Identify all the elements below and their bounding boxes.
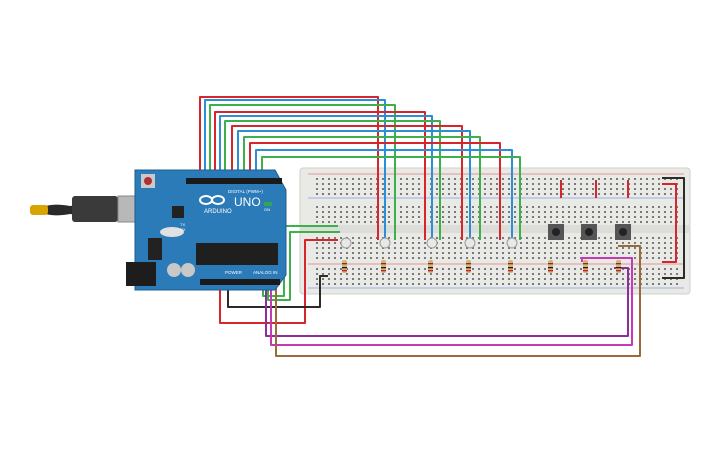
power-label: POWER <box>225 270 243 275</box>
wire-red <box>662 183 677 263</box>
wire-purple <box>265 267 629 337</box>
rgb-led-2 <box>379 237 391 249</box>
digital-header[interactable] <box>186 178 282 184</box>
rgb-led-1 <box>340 237 352 249</box>
wire-green <box>209 104 396 240</box>
resistor-8 <box>616 260 621 273</box>
rgb-led-4 <box>464 237 476 249</box>
dc-jack[interactable] <box>126 262 156 286</box>
wire-blue <box>204 99 386 240</box>
wire-red <box>231 125 463 240</box>
wire-green <box>261 156 521 240</box>
wire-bundle <box>199 96 685 357</box>
arduino-logo-icon <box>199 195 225 205</box>
pushbutton-3 <box>615 224 631 240</box>
wire-black <box>662 177 685 279</box>
rgb-led-5 <box>506 237 518 249</box>
wire-brown <box>275 245 641 357</box>
brand-label: ARDUINO <box>204 209 232 215</box>
wire-blue <box>219 115 433 240</box>
digital-label: DIGITAL (PWM~) <box>228 189 263 194</box>
breadboard-holes <box>316 178 678 285</box>
resistor-2 <box>381 260 386 273</box>
rx-label: RX <box>180 227 186 232</box>
resistor-1 <box>342 260 347 273</box>
resistor-3 <box>428 260 433 273</box>
rgb-led-3 <box>426 237 438 249</box>
wire-red <box>249 142 501 240</box>
resistor-4 <box>466 260 471 273</box>
wire-green <box>262 225 338 297</box>
power-analog-header[interactable] <box>200 279 280 285</box>
wire-red <box>214 111 426 240</box>
resistor-5 <box>508 260 513 273</box>
pushbutton-1 <box>548 224 564 240</box>
analog-label: ANALOG IN <box>253 270 278 275</box>
on-label: ON <box>264 207 270 212</box>
wire-black <box>227 275 328 308</box>
wire-blue <box>237 130 471 240</box>
model-label: UNO <box>234 195 261 209</box>
breadboard[interactable] <box>299 167 691 295</box>
wire-red <box>199 96 379 240</box>
wire-green <box>243 136 481 240</box>
resistor-7 <box>583 260 588 273</box>
pushbuttons[interactable] <box>548 224 631 240</box>
resistor-6 <box>548 260 553 273</box>
wire-green <box>224 120 441 240</box>
resistors[interactable] <box>342 260 621 273</box>
usb-cable[interactable] <box>30 195 143 223</box>
wire-magenta <box>270 257 633 346</box>
tx-label: TX <box>180 222 185 227</box>
wire-blue <box>255 149 513 240</box>
arduino-uno-board[interactable]: ARDUINO UNO DIGITAL (PWM~) POWER ANALOG … <box>126 169 287 291</box>
power-led <box>264 202 272 206</box>
pushbutton-2 <box>581 224 597 240</box>
rgb-leds[interactable] <box>340 237 518 249</box>
microcontroller-chip <box>196 243 278 265</box>
